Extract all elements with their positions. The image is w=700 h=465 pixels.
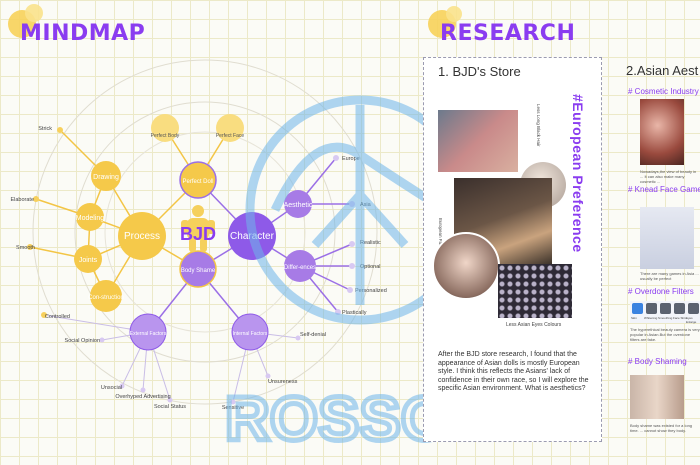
self-denial-label: Self-denial xyxy=(300,332,326,338)
label-eye-colours: Less Asian Eyes Colours xyxy=(506,322,562,328)
research-title: RESEARCH xyxy=(440,21,576,46)
body-note: Body shame was existed for a long time. … xyxy=(630,423,693,433)
cosmetic-note: Nowadays,the view of beauty in ... It ca… xyxy=(640,169,697,184)
filters-note: The hyperethical beauty camera is very p… xyxy=(630,327,700,342)
watermark-logo-icon: ROSSO xyxy=(223,95,475,457)
cosmetic-heading: # Cosmetic Industry xyxy=(628,87,699,96)
watermark-text: ROSSO xyxy=(225,385,449,454)
strick-label: Strick xyxy=(38,126,52,132)
social-opinion-label: Social Opinion xyxy=(65,338,100,344)
modeling-label: Modeling xyxy=(76,215,105,222)
filter-button-face-slim[interactable] xyxy=(674,303,685,314)
filter-label-eyes-enlarge: Eyes Enlarge xyxy=(686,316,697,324)
european-preference-heading: #European Preference xyxy=(570,94,586,253)
body-shame-label: Body Shame xyxy=(181,268,216,274)
doll-eyes-photo xyxy=(498,264,572,318)
filter-button-skin[interactable] xyxy=(632,303,643,314)
asian-aesthetics-column: 2.Asian Aest # Cosmetic Industry Nowaday… xyxy=(622,57,700,465)
controlled-label: Controlled xyxy=(45,314,70,320)
knead-game-screenshot xyxy=(640,207,694,269)
label-european-face: European Face xyxy=(438,218,443,249)
mindmap-diagram: BJD Process Character Drawing Modeling J… xyxy=(10,59,387,411)
elaborate-label: Elaborate xyxy=(10,197,34,203)
filter-label-smoothing: Smoothing xyxy=(658,316,673,320)
filter-label-skin: Skin xyxy=(631,316,637,320)
realistic-label: Realistic xyxy=(360,240,381,246)
process-label: Process xyxy=(124,231,160,242)
joints-label: Joints xyxy=(79,257,98,264)
unsureness-label: Unsureness xyxy=(268,379,298,385)
research-blob-2 xyxy=(446,6,462,22)
construction-label: Con-struction xyxy=(88,295,124,301)
filters-heading: # Overdone Filters xyxy=(628,287,694,296)
mindmap-title: MINDMAP xyxy=(20,21,146,46)
wig-photo xyxy=(438,110,518,172)
cosmetic-photo xyxy=(640,99,684,165)
drawing-label: Drawing xyxy=(93,174,119,181)
filter-button-eyes-enlarge[interactable] xyxy=(688,303,699,314)
internal-label: Internal Factors xyxy=(233,331,268,337)
social-status-label: Social Status xyxy=(154,404,186,410)
europe-label: Europe xyxy=(342,156,360,162)
perfect-face-label: Perfect Face xyxy=(216,133,245,139)
label-black-hair: Less Long Black Hair xyxy=(536,104,541,147)
filter-button-smoothing[interactable] xyxy=(660,303,671,314)
filter-label-whitening: Whitening xyxy=(644,316,658,320)
filter-button-whitening[interactable] xyxy=(646,303,657,314)
body-shaming-photo xyxy=(630,375,684,419)
filter-label-face-slim: Face Slim xyxy=(673,316,687,320)
personalized-label: Personalized xyxy=(355,288,387,294)
unsocial-label: Unsocial xyxy=(101,385,122,391)
knead-heading: # Knead Face Game xyxy=(628,185,700,194)
research-paragraph: After the BJD store research, I found th… xyxy=(438,351,589,392)
plastically-label: Plastically xyxy=(342,310,367,316)
overhyped-label: Overhyped Advertising xyxy=(115,394,170,400)
external-label: External Factors xyxy=(130,331,167,337)
perfect-body-label: Perfect Body xyxy=(151,133,180,139)
header-blob-2 xyxy=(25,4,43,22)
store-title: 1. BJD's Store xyxy=(438,64,521,79)
research-panel: 1. BJD's Store Less Long Black Hair Euro… xyxy=(423,57,602,442)
sensitive-label: Sensitive xyxy=(222,405,244,411)
aesthetic-label: Aesthetic xyxy=(284,202,313,209)
perfect-doll-label: Perfect Doll xyxy=(182,179,213,185)
doll-face-photo xyxy=(432,232,500,300)
center-label: BJD xyxy=(180,224,216,244)
asian-title: 2.Asian Aest xyxy=(626,63,699,78)
differences-label: Differ-ences xyxy=(284,265,316,271)
smooth-label: Smooth xyxy=(16,245,35,251)
optional-label: Optional xyxy=(360,264,381,270)
filter-toolbar: Skin Whitening Smoothing Face Slim Eyes … xyxy=(630,301,700,324)
doll-figure-icon xyxy=(181,205,215,252)
knead-note: There are many games in Asia ... usually… xyxy=(640,271,699,281)
body-shaming-heading: # Body Shaming xyxy=(628,357,687,366)
